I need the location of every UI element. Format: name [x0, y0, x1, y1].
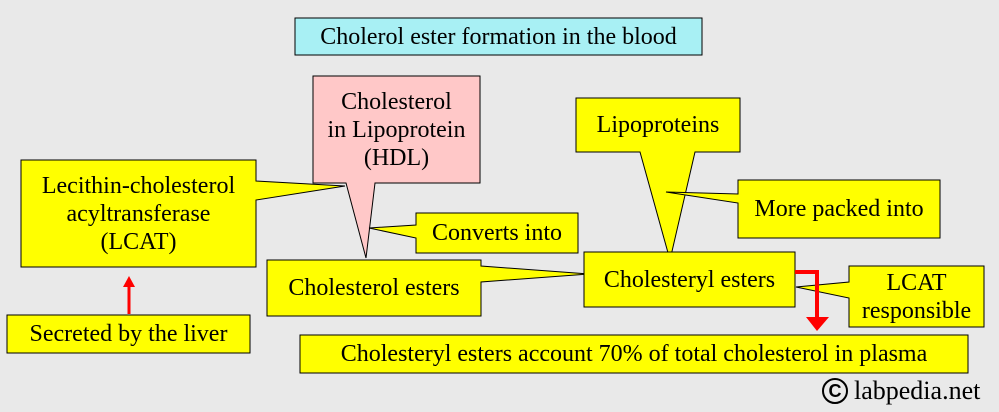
arrow-esters-to-note-head — [806, 317, 829, 331]
cholesterol-esters-callout-shape — [266, 259, 590, 317]
hdl-callout-shape — [312, 75, 481, 259]
converts-into-callout-shape — [368, 212, 579, 254]
watermark: C labpedia.net — [822, 376, 980, 406]
lipoproteins-callout-shape — [575, 97, 741, 261]
arrow-liver-to-lcat-head — [123, 276, 135, 287]
title-box — [294, 17, 703, 56]
secreted-box — [6, 314, 251, 354]
lcat-responsible-callout-shape — [795, 265, 985, 328]
more-packed-into-callout-shape — [665, 179, 941, 239]
copyright-icon: C — [822, 378, 848, 404]
watermark-text: labpedia.net — [854, 376, 981, 405]
lcat-callout-shape — [20, 159, 346, 268]
arrow-esters-to-note — [795, 270, 819, 318]
cholesteryl-esters-box — [583, 251, 796, 308]
account-note-box — [299, 334, 969, 374]
